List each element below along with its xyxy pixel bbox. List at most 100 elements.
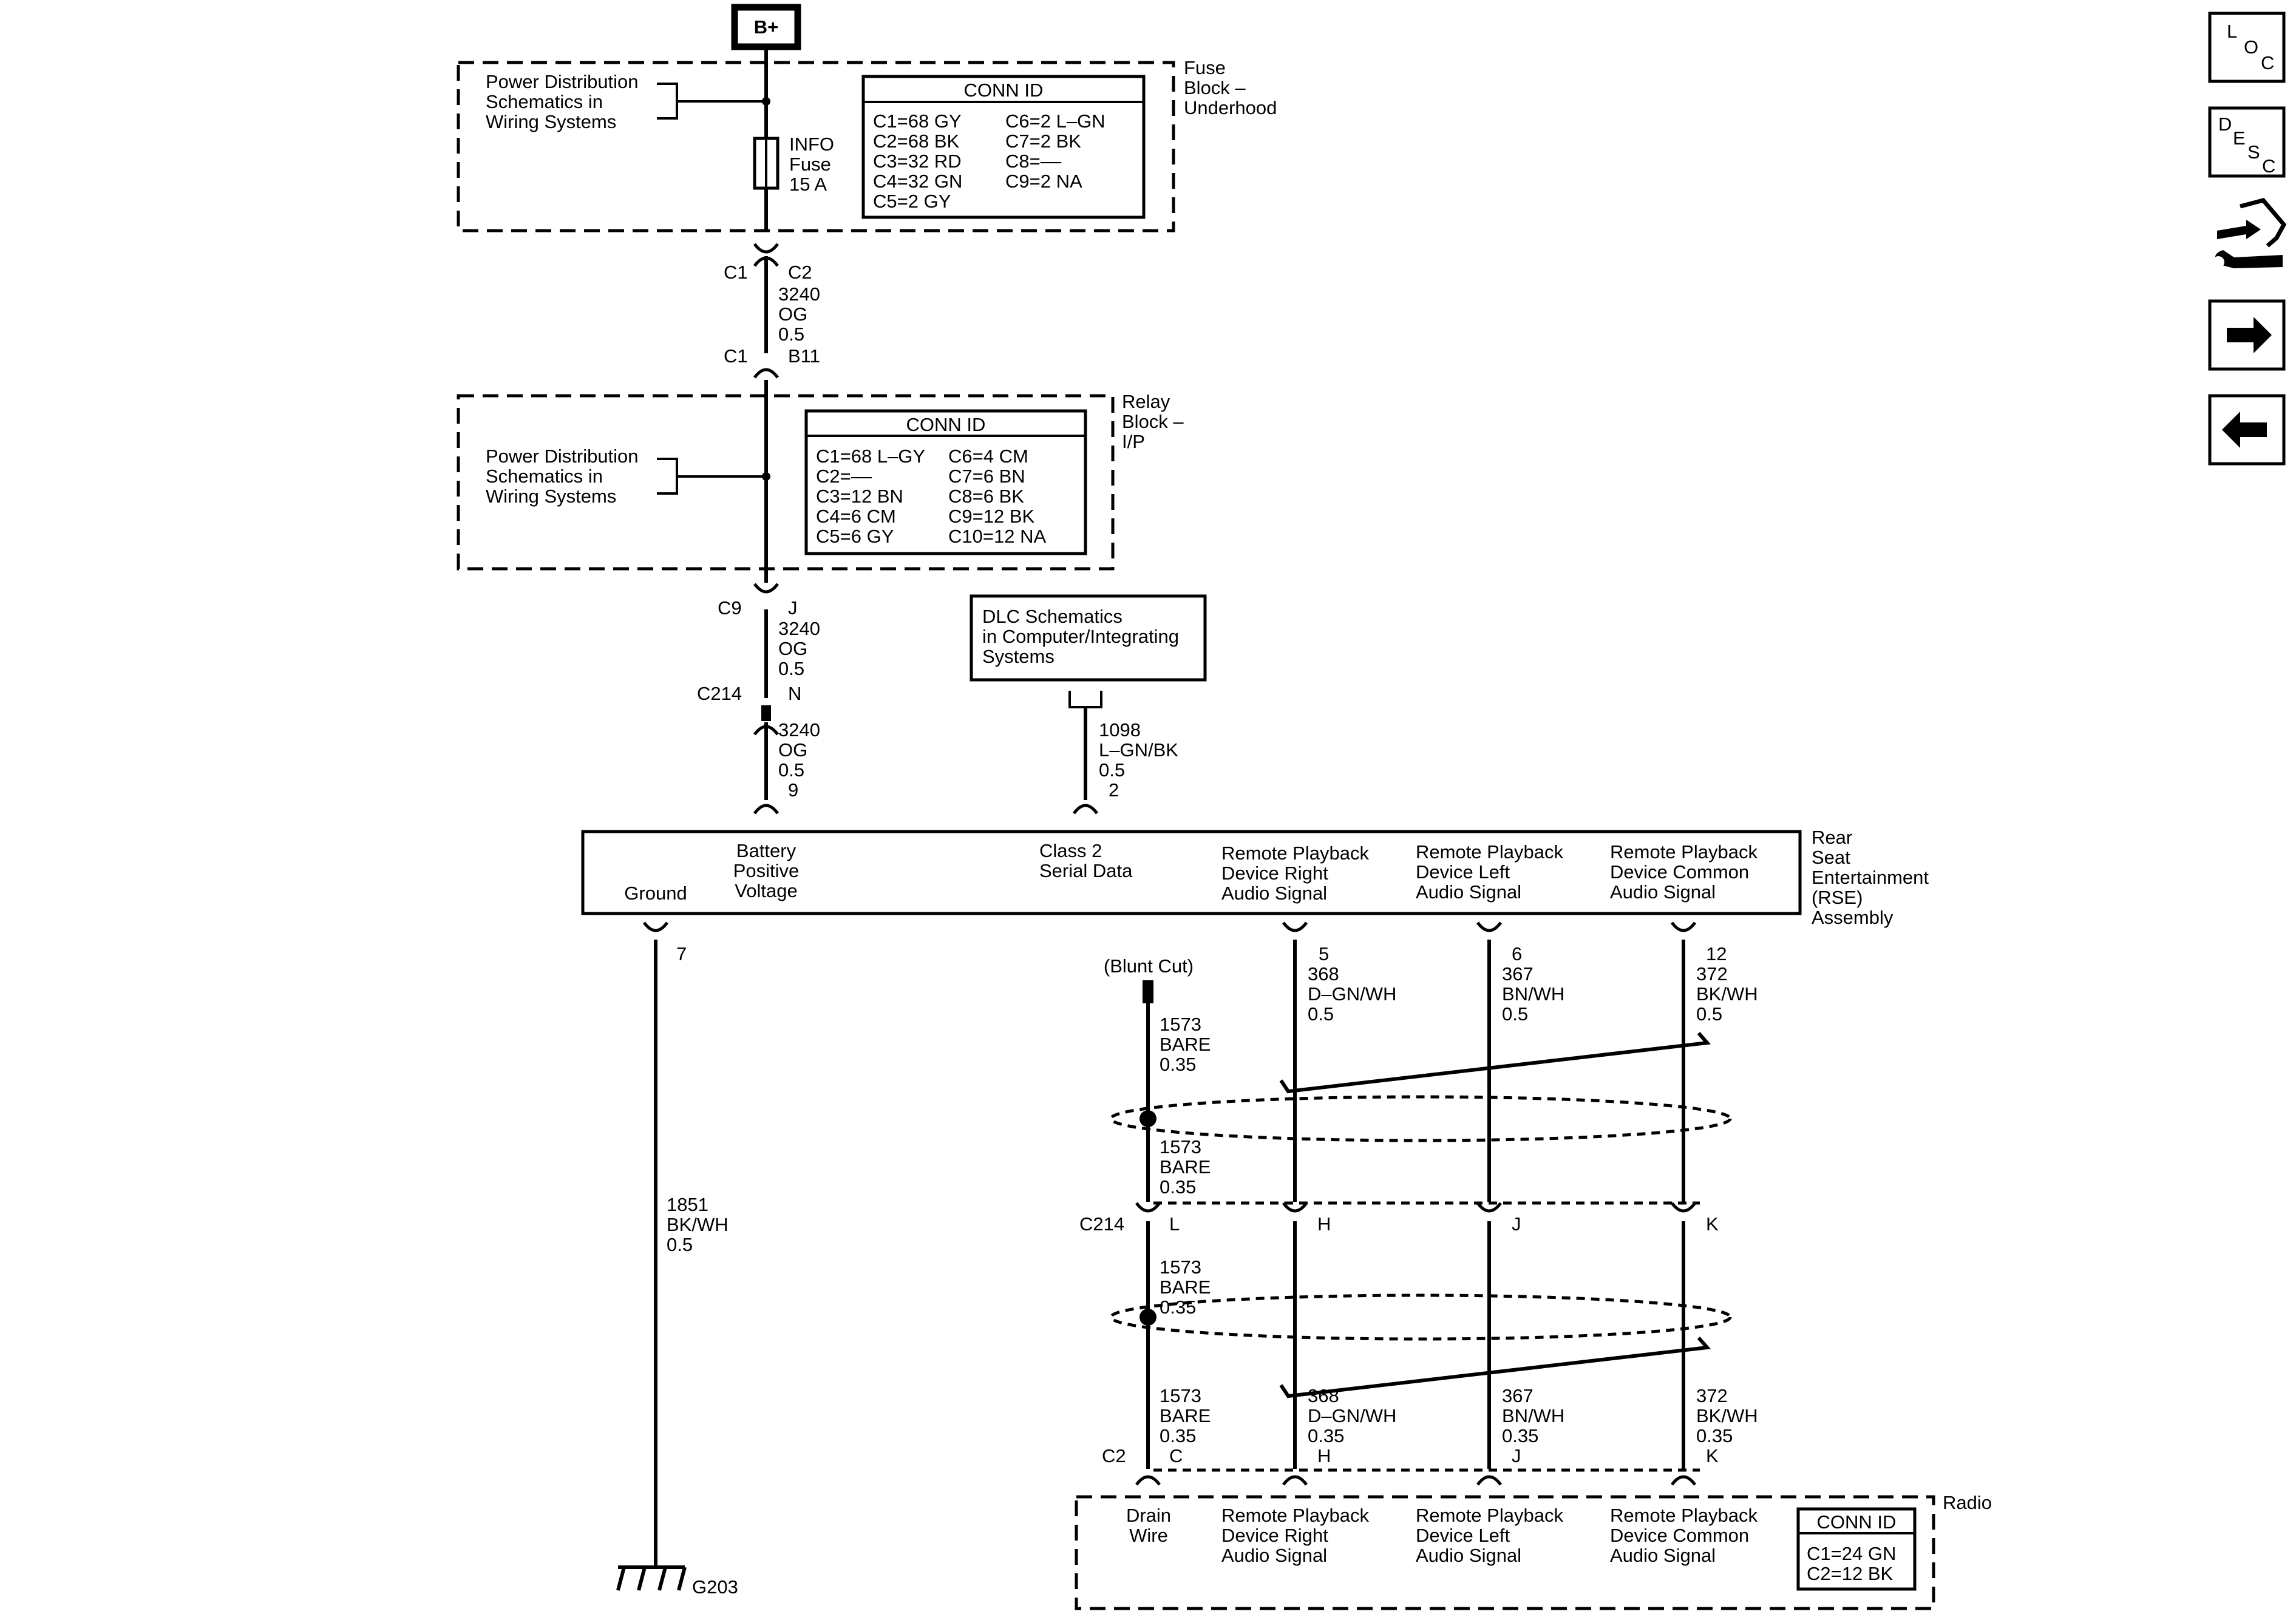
wire-spec: BK/WH: [1696, 983, 1758, 1005]
nav-letter: O: [2244, 36, 2258, 58]
rse-pin-label: Battery: [736, 840, 796, 861]
wire-spec: 372: [1696, 963, 1728, 985]
rse-pin-label: Remote Playback: [1416, 841, 1563, 863]
wire-spec: 1573: [1160, 1014, 1201, 1035]
dlc-ref: Systems: [982, 646, 1055, 667]
conn-entry: C2=68 BK: [873, 131, 960, 152]
pin-label: 2: [1109, 779, 1119, 801]
fuse-label-1: INFO: [789, 134, 834, 155]
wire-spec: 0.5: [1696, 1003, 1722, 1025]
pin-label: H: [1317, 1213, 1331, 1235]
radio-pin-label: Remote Playback: [1610, 1505, 1758, 1526]
relay-ref: Wiring Systems: [486, 486, 616, 507]
connector-repair-icon[interactable]: [2212, 198, 2287, 268]
rse-pin-label: Voltage: [735, 880, 797, 901]
pin-label: J: [1512, 1445, 1521, 1466]
rse-pin-label: Audio Signal: [1221, 883, 1327, 904]
wire-spec: 0.5: [1308, 1003, 1334, 1025]
rse-name: Entertainment: [1812, 867, 1929, 888]
conn-label: C1: [724, 345, 748, 367]
dlc-ref: DLC Schematics: [982, 606, 1123, 627]
fuse-label-2: Fuse: [789, 154, 831, 175]
wire-spec: OG: [778, 638, 807, 659]
rse-pin-label: Remote Playback: [1610, 841, 1758, 863]
connector-c1-b11: C1 B11: [724, 345, 820, 379]
previous-arrow-button[interactable]: [2208, 394, 2286, 466]
conn-entry: C5=2 GY: [873, 191, 951, 212]
conn-entry: C8=––: [1005, 151, 1062, 172]
wire-spec: BN/WH: [1502, 1405, 1564, 1426]
fuse-block-underhood: Fuse Block – Underhood Power Distributio…: [457, 57, 1277, 232]
conn-entry: C7=6 BN: [948, 466, 1025, 487]
conn-label: C2: [1102, 1445, 1126, 1466]
conn-entry: C9=2 NA: [1005, 171, 1082, 192]
dlc-ref: in Computer/Integrating: [982, 626, 1179, 647]
radio-pin-label: Drain: [1126, 1505, 1171, 1526]
rse-pin-9: [753, 804, 779, 815]
fuse-ref-splice: [762, 97, 770, 106]
pin-label: K: [1706, 1213, 1719, 1235]
loc-button[interactable]: L O C: [2208, 12, 2286, 83]
conn-entry: C7=2 BK: [1005, 131, 1081, 152]
conn-entry: C1=68 GY: [873, 110, 962, 132]
wire-spec: L–GN/BK: [1099, 739, 1178, 761]
rse-name: Rear: [1812, 827, 1852, 848]
wire-spec: 3240: [778, 618, 820, 639]
pin-label: 9: [788, 779, 798, 801]
fuse-block-name-2: Block –: [1184, 77, 1246, 98]
wire-spec: BN/WH: [1502, 983, 1564, 1005]
wire-spec: BARE: [1160, 1156, 1211, 1178]
wire-spec: 0.5: [1099, 759, 1125, 781]
nav-letter: C: [2262, 155, 2275, 177]
twisted-pair-symbol: [1279, 1032, 1711, 1094]
pin-label: J: [788, 597, 798, 619]
wire-spec: 1098: [1099, 719, 1141, 741]
radio-connector-c2: C2: [1102, 1445, 1700, 1486]
rse-pin-label: Device Common: [1610, 861, 1749, 883]
connector-c1-c2: C1 C2: [724, 243, 812, 283]
radio-module: Radio Drain Wire Remote Playback Device …: [1075, 1492, 1992, 1610]
rse-pin-label: Audio Signal: [1610, 881, 1716, 903]
shield-symbol: [1109, 1095, 1732, 1142]
wire-spec: 368: [1308, 963, 1339, 985]
connector-c9-j: C9 J: [718, 583, 798, 619]
rse-pin-label: Serial Data: [1039, 860, 1133, 881]
wire-spec: 1573: [1160, 1256, 1201, 1278]
fuse-ref-line-3: Wiring Systems: [486, 111, 616, 132]
conn-entry: C2=––: [816, 466, 872, 487]
battery-positive-source: B+: [731, 4, 801, 50]
rse-pin-label: Remote Playback: [1221, 842, 1369, 864]
rse-pin-label: Class 2: [1039, 840, 1102, 861]
relay-block-conn-id-table: CONN ID C1=68 L–GY C2=–– C3=12 BN C4=6 C…: [804, 409, 1087, 555]
pin-label: 12: [1706, 943, 1727, 964]
wire-spec: 372: [1696, 1385, 1728, 1406]
nav-letter: C: [2261, 52, 2274, 73]
relay-name: I/P: [1122, 431, 1145, 452]
nav-letter: L: [2227, 21, 2237, 42]
fuse-block-name-3: Underhood: [1184, 97, 1277, 118]
nav-letter: D: [2218, 114, 2232, 135]
conn-id-title: CONN ID: [1817, 1511, 1897, 1533]
wire-spec: OG: [778, 739, 807, 761]
conn-entry: C3=32 RD: [873, 151, 962, 172]
fuse-ref-line-2: Schematics in: [486, 91, 603, 112]
conn-entry: C6=4 CM: [948, 446, 1028, 467]
relay-name: Block –: [1122, 411, 1184, 432]
previous-arrow-icon: [2222, 412, 2267, 448]
radio-name: Radio: [1943, 1492, 1992, 1513]
next-arrow-button[interactable]: [2208, 299, 2286, 371]
wire-spec: 3240: [778, 719, 820, 741]
shield-symbol: [1109, 1293, 1732, 1341]
wire-spec: D–GN/WH: [1308, 983, 1396, 1005]
relay-ref-splice: [762, 472, 770, 481]
conn-entry: C4=6 CM: [816, 506, 896, 527]
next-arrow-icon: [2227, 317, 2272, 353]
fuse-ref-bracket: [657, 83, 678, 120]
twisted-pair-symbol: [1279, 1337, 1711, 1398]
inline-connector-c214-n: C214 N: [697, 683, 801, 736]
conn-entry: C3=12 BN: [816, 486, 903, 507]
wire-spec: 0.35: [1308, 1425, 1344, 1446]
desc-button[interactable]: D E S C: [2208, 106, 2286, 178]
dlc-schematics-ref: DLC Schematics in Computer/Integrating S…: [970, 594, 1207, 815]
